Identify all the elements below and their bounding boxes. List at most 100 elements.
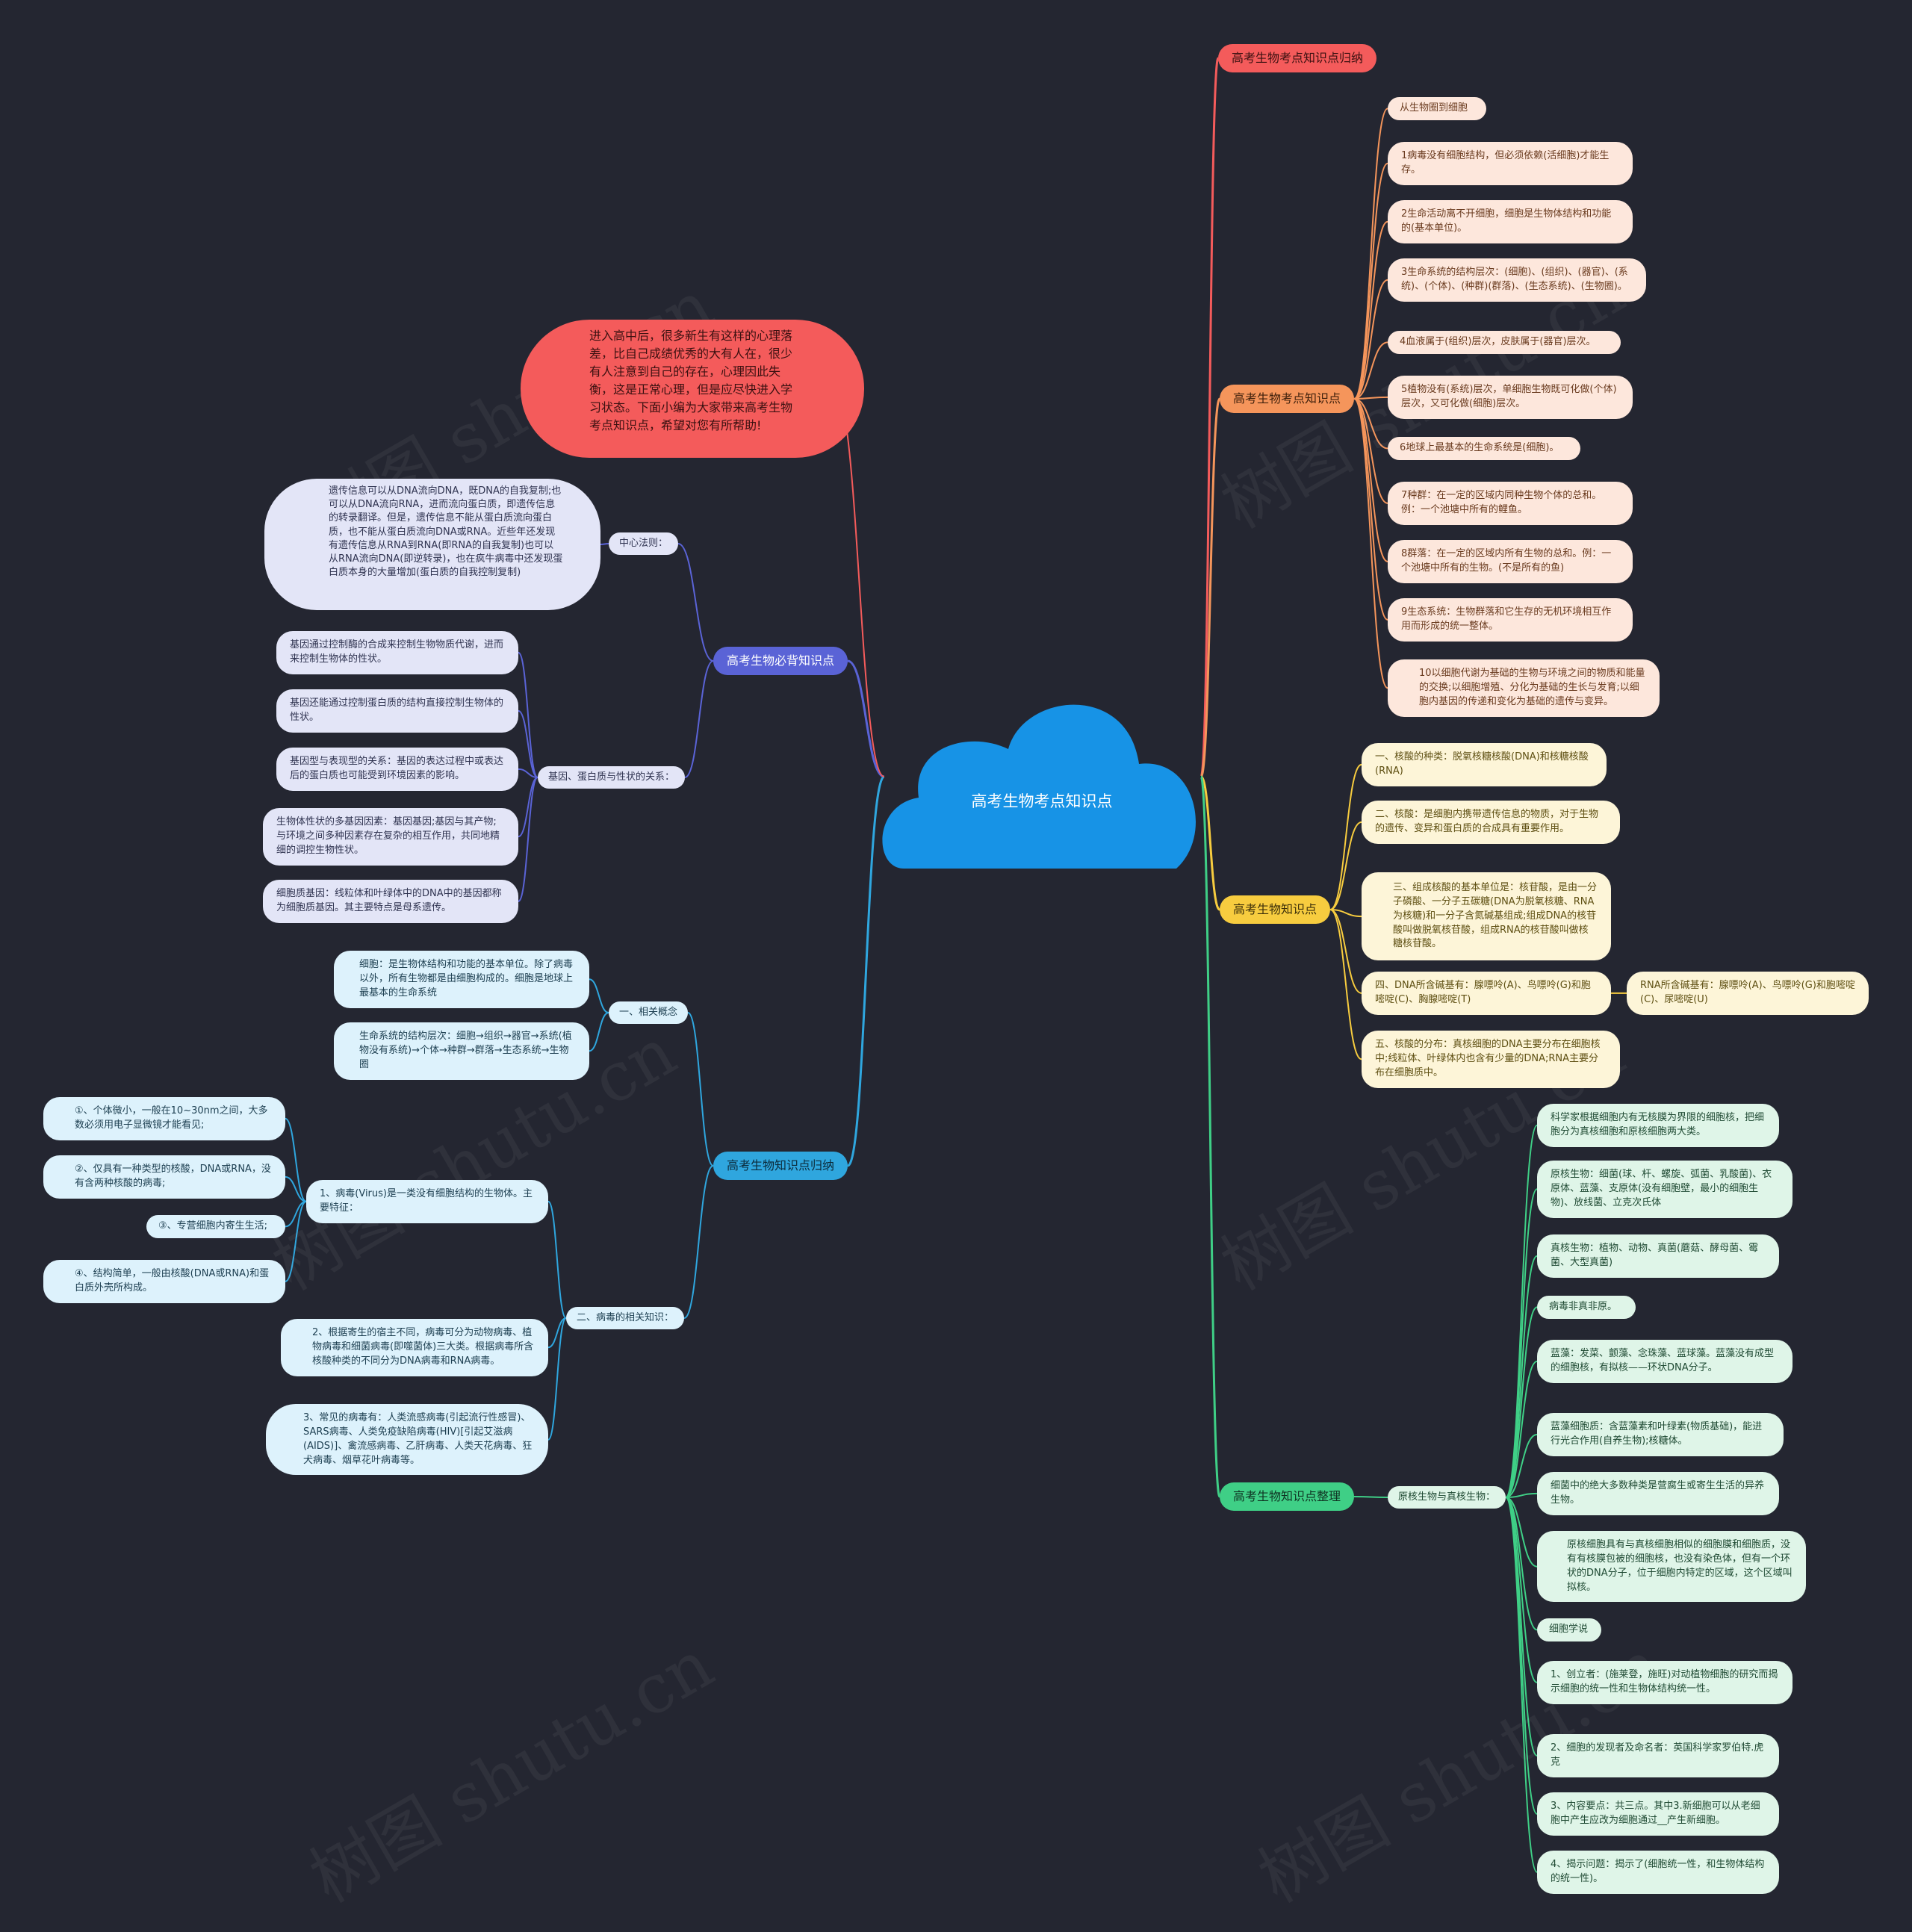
branch-bio-knowledge[interactable]: 高考生物知识点: [1220, 895, 1331, 924]
leaf-b4-6[interactable]: 细菌中的绝大多数种类是营腐生或寄生生活的异养生物。: [1537, 1472, 1779, 1515]
leaf-b5-1[interactable]: 基因还能通过控制蛋白质的结构直接控制生物体的性状。: [276, 689, 518, 733]
leaf-virus-item-1[interactable]: 3、常见的病毒有：人类流感病毒(引起流行性感冒)、SARS病毒、人类免疫缺陷病毒…: [266, 1404, 548, 1476]
leaf-b2-5[interactable]: 5植物没有(系统)层次，单细胞生物既可化做(个体)层次，又可化做(细胞)层次。: [1388, 376, 1633, 419]
leaf-b3-0[interactable]: 一、核酸的种类：脱氧核糖核酸(DNA)和核糖核酸(RNA): [1362, 743, 1607, 786]
connector-line: [1329, 909, 1362, 1060]
leaf-b5-3[interactable]: 生物体性状的多基因因素：基因基因;基因与其产物;与环境之间多种因素存在复杂的相互…: [263, 808, 518, 866]
connector-line: [1505, 1360, 1538, 1498]
leaf-b5-2[interactable]: 基因型与表现型的关系：基因的表达过程中或表达后的蛋白质也可能受到环境因素的影响。: [276, 748, 518, 791]
connector-line: [1505, 1497, 1538, 1568]
leaf-b4-5[interactable]: 蓝藻细胞质：含蓝藻素和叶绿素(物质基础)，能进行光合作用(自养生物);核糖体。: [1537, 1413, 1784, 1456]
connector-line: [589, 978, 609, 1013]
leaf-virus-feature-3[interactable]: ④、结构简单，一般由核酸(DNA或RNA)和蛋白质外壳所构成。: [43, 1260, 285, 1303]
leaf-b5-4[interactable]: 细胞质基因：线粒体和叶绿体中的DNA中的基因都称为细胞质基因。其主要特点是母系遗…: [263, 880, 518, 923]
leaf-b4-7[interactable]: 原核细胞具有与真核细胞相似的细胞膜和细胞质，没有有核膜包被的细胞核，也没有染色体…: [1537, 1531, 1806, 1603]
leaf-b4-2[interactable]: 真核生物：植物、动物、真菌(蘑菇、酵母菌、霉菌、大型真菌): [1537, 1234, 1779, 1278]
connector-line: [1199, 57, 1220, 778]
connector-line: [1354, 396, 1388, 400]
label-prokaryote[interactable]: 原核生物与真核生物：: [1388, 1486, 1506, 1509]
connector-line: [547, 1200, 567, 1319]
leaf-b4-4[interactable]: 蓝藻：发菜、颤藻、念珠藻、蓝球藻。蓝藻没有成型的细胞核，有拟核——环状DNA分子…: [1537, 1340, 1792, 1383]
leaf-b3-2[interactable]: 三、组成核酸的基本单位是：核苷酸，是由一分子磷酸、一分子五碳糖(DNA为脱氧核糖…: [1362, 872, 1611, 961]
leaf-concept-0[interactable]: 细胞：是生物体结构和功能的基本单位。除了病毒以外，所有生物都是由细胞构成的。细胞…: [334, 951, 589, 1008]
leaf-b4-8[interactable]: 细胞学说: [1537, 1618, 1601, 1641]
leaf-b2-3[interactable]: 3生命系统的结构层次：(细胞)、(组织)、(器官)、(系统)、(个体)、(种群)…: [1388, 258, 1646, 302]
connector-line: [518, 709, 538, 778]
leaf-b2-10[interactable]: 10以细胞代谢为基础的生物与环境之间的物质和能量的交换;以细胞增殖、分化为基础的…: [1388, 659, 1660, 717]
connector-line: [1505, 1497, 1538, 1873]
branch-summary-1[interactable]: 高考生物考点知识点归纳: [1218, 44, 1377, 72]
intro-text: 进入高中后，很多新生有这样的心理落差，比自己成绩优秀的大有人在，很少有人注意到自…: [589, 329, 793, 432]
connector-line: [1353, 279, 1388, 400]
root-title[interactable]: 高考生物考点知识点: [971, 792, 1113, 810]
leaf-virus-item-0[interactable]: 2、根据寄生的宿主不同，病毒可分为动物病毒、植物病毒和细菌病毒(即噬菌体)三大类…: [281, 1319, 548, 1376]
leaf-b5-0[interactable]: 基因通过控制酶的合成来控制生物物质代谢，进而来控制生物体的性状。: [276, 631, 518, 674]
connector-line: [684, 660, 714, 778]
leaf-b2-7[interactable]: 7种群：在一定的区域内同种生物个体的总和。例：一个池塘中所有的鲤鱼。: [1388, 482, 1633, 525]
connector-line: [1353, 398, 1388, 621]
connector-line: [1353, 398, 1388, 689]
leaf-b4-11[interactable]: 3、内容要点：共三点。其中3.新细胞可以从老细胞中产生应改为细胞通过__产生新细…: [1537, 1792, 1779, 1836]
leaf-b4-9[interactable]: 1、创立者：(施莱登，施旺)对动植物细胞的研究而揭示细胞的统一性和生物体结构统一…: [1537, 1661, 1792, 1704]
branch-organize[interactable]: 高考生物知识点整理: [1220, 1482, 1355, 1511]
leaf-b2-8[interactable]: 8群落：在一定的区域内所有生物的总和。例：一个池塘中所有的生物。(不是所有的鱼): [1388, 540, 1633, 583]
leaf-b4-12[interactable]: 4、揭示问题：揭示了(细胞统一性，和生物体结构的统一性)。: [1537, 1851, 1779, 1894]
connector-line: [1329, 821, 1362, 910]
connector-line: [589, 1012, 609, 1052]
leaf-b3-4[interactable]: 五、核酸的分布：真核细胞的DNA主要分布在细胞核中;线粒体、叶绿体内也含有少量的…: [1362, 1031, 1620, 1088]
leaf-b4-1[interactable]: 原核生物：细菌(球、杆、螺旋、弧菌、乳酸菌)、衣原体、蓝藻、支原体(没有细胞壁，…: [1537, 1161, 1792, 1218]
connector-line: [1353, 398, 1388, 450]
label-concepts[interactable]: 一、相关概念: [609, 1001, 689, 1024]
connector-line: [1329, 763, 1362, 910]
connector-line: [677, 543, 714, 662]
leaf-b2-0[interactable]: 从生物圈到细胞: [1388, 97, 1486, 120]
label-gene-protein[interactable]: 基因、蛋白质与性状的关系：: [538, 766, 686, 789]
leaf-b4-10[interactable]: 2、细胞的发现者及命名者：英国科学家罗伯特.虎克: [1537, 1734, 1779, 1777]
leaf-b3-3[interactable]: 四、DNA所含碱基有：腺嘌呤(A)、鸟嘌呤(G)和胞嘧啶(C)、胸腺嘧啶(T): [1362, 972, 1611, 1015]
leaf-b2-9[interactable]: 9生态系统：生物群落和它生存的无机环境相互作用而形成的统一整体。: [1388, 598, 1633, 642]
intro-bubble: 进入高中后，很多新生有这样的心理落差，比自己成绩优秀的大有人在，很少有人注意到自…: [521, 320, 864, 458]
connector-line: [1505, 1433, 1538, 1498]
leaf-virus-feature-2[interactable]: ③、专营细胞内寄生生活;: [146, 1215, 285, 1238]
leaf-b3-sub[interactable]: RNA所含碱基有：腺嘌呤(A)、鸟嘌呤(G)和胞嘧啶(C)、尿嘧啶(U): [1627, 972, 1869, 1015]
leaf-b2-6[interactable]: 6地球上最基本的生命系统是(细胞)。: [1388, 437, 1580, 460]
connector-line: [1353, 398, 1388, 504]
connector-line: [847, 659, 885, 778]
leaf-b3-1[interactable]: 二、核酸：是细胞内携带遗传信息的物质，对于生物的遗传、变异和蛋白质的合成具有重要…: [1362, 801, 1620, 844]
connector-line: [687, 1012, 714, 1167]
leaf-b2-4[interactable]: 4血液属于(组织)层次，皮肤属于(器官)层次。: [1388, 331, 1621, 354]
connector-line: [1329, 909, 1362, 994]
branch-summary-2[interactable]: 高考生物知识点归纳: [713, 1152, 848, 1180]
connector-line: [547, 1317, 567, 1441]
leaf-b4-0[interactable]: 科学家根据细胞内有无核膜为界限的细胞核，把细胞分为真核细胞和原核细胞两大类。: [1537, 1104, 1779, 1147]
leaf-virus-def[interactable]: 1、病毒(Virus)是一类没有细胞结构的生物体。主要特征：: [306, 1180, 548, 1223]
leaf-virus-feature-0[interactable]: ①、个体微小，一般在10~30nm之间，大多数必须用电子显微镜才能看见;: [43, 1097, 285, 1140]
leaf-virus-feature-1[interactable]: ②、仅具有一种类型的核酸，DNA或RNA，没有含两种核酸的病毒;: [43, 1155, 285, 1199]
branch-knowledge[interactable]: 高考生物考点知识点: [1220, 385, 1355, 413]
connector-line: [518, 768, 538, 778]
branch-must-know[interactable]: 高考生物必背知识点: [713, 647, 848, 675]
connector-line: [518, 777, 538, 838]
leaf-b4-3[interactable]: 病毒非真非原。: [1537, 1296, 1636, 1319]
root-cloud[interactable]: [881, 686, 1204, 871]
connector-line: [518, 651, 538, 778]
leaf-central-dogma[interactable]: 遗传信息可以从DNA流向DNA，既DNA的自我复制;也可以从DNA流向RNA，进…: [264, 479, 600, 610]
connector-line: [1505, 1497, 1538, 1815]
connector-line: [846, 775, 886, 1167]
connector-line: [1199, 775, 1221, 1498]
connector-line: [1353, 220, 1388, 400]
connector-line: [285, 1175, 307, 1202]
label-central-dogma[interactable]: 中心法则：: [609, 532, 679, 555]
connector-line: [1505, 1497, 1538, 1683]
connector-line: [1506, 1492, 1538, 1498]
connector-line: [1505, 1306, 1538, 1498]
connector-line: [518, 777, 538, 902]
leaf-concept-1[interactable]: 生命系统的结构层次：细胞→组织→器官→系统(植物没有系统)→个体→种群→群落→生…: [334, 1022, 589, 1080]
connector-line: [683, 1165, 714, 1319]
leaf-b2-2[interactable]: 2生命活动离不开细胞，细胞是生物体结构和功能的(基本单位)。: [1388, 200, 1633, 243]
connector-line: [1353, 162, 1388, 400]
label-virus[interactable]: 二、病毒的相关知识：: [566, 1307, 685, 1329]
leaf-b2-1[interactable]: 1病毒没有细胞结构，但必须依赖(活细胞)才能生存。: [1388, 142, 1633, 185]
